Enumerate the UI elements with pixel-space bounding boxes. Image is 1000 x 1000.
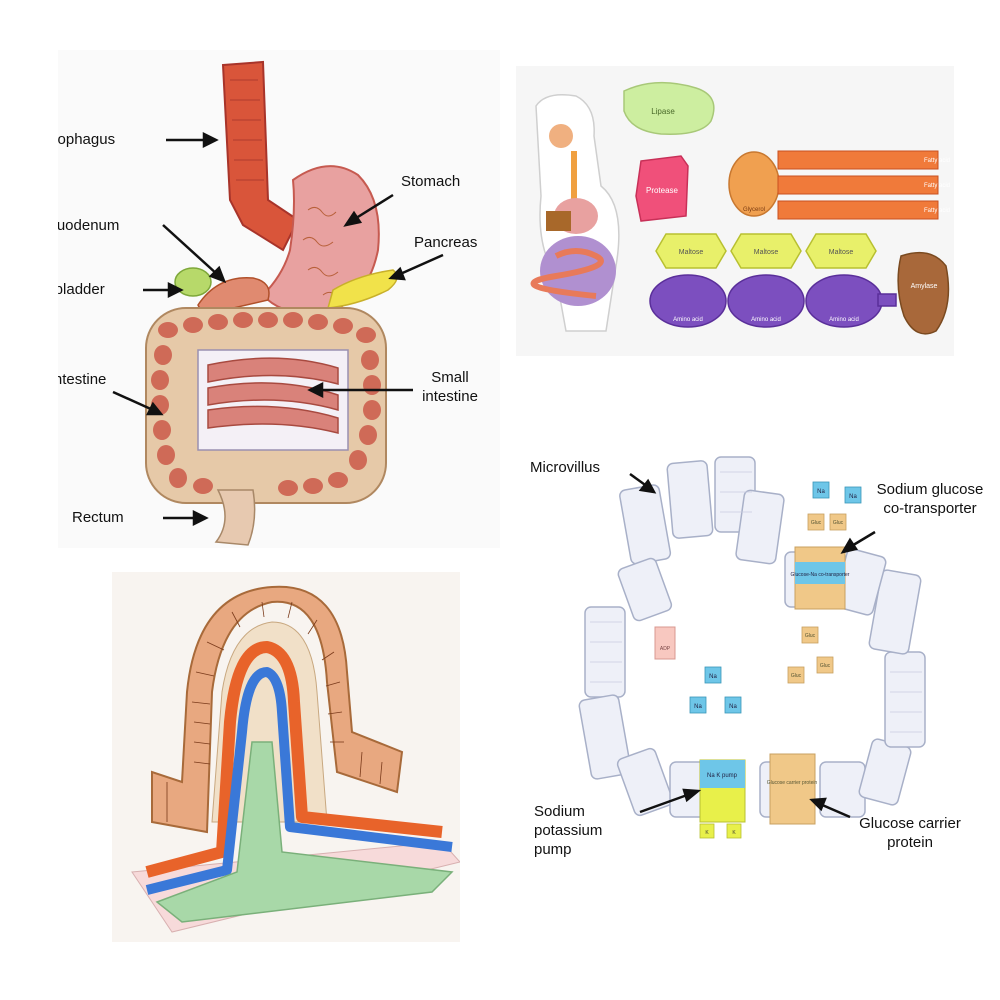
oesophagus <box>221 60 300 252</box>
label-rectum: Rectum <box>72 509 124 526</box>
na-token-text-2: Na <box>849 494 857 500</box>
amino-acid-label-3: Amino acid <box>829 317 859 323</box>
microvilli <box>578 456 926 818</box>
enzymes-molecules-panel: Lipase Protease Glycerol Fatty acid Fatt… <box>516 66 954 356</box>
adp-token-text: ADP <box>660 646 671 652</box>
na-token-text-4: Na <box>694 704 702 710</box>
label-duodenum: Duodenum <box>58 217 120 234</box>
glucose-carrier-protein <box>769 753 816 825</box>
pump-text: Na K pump <box>707 773 738 779</box>
label-oesophagus: Oesophagus <box>58 131 116 148</box>
lacteal <box>155 741 454 923</box>
gluc-token-text-4: Gluc <box>820 663 831 669</box>
gallbladder <box>174 267 212 297</box>
digestive-system-model <box>112 60 444 546</box>
gluc-token-text-2: Gluc <box>833 520 844 526</box>
body-outline <box>530 94 620 332</box>
arteriole <box>145 641 443 878</box>
gluc-token-text-3: Gluc <box>805 633 816 639</box>
label-gallbladder: Gallbladder <box>58 281 105 298</box>
fatty-acid-label-1: Fatty acid <box>924 158 950 164</box>
small-intestine <box>207 357 339 434</box>
gluc-token-text-1: Gluc <box>811 520 822 526</box>
lipase-label: Lipase <box>651 107 675 116</box>
glycerol-label: Glycerol <box>743 207 765 213</box>
maltose-label-1: Maltose <box>679 249 704 256</box>
amylase-label: Amylase <box>911 283 938 290</box>
amino-acid-chain <box>649 274 897 328</box>
label-glucose-carrier-protein: Glucose carrier protein <box>859 815 961 851</box>
amino-acid-label-1: Amino acid <box>673 317 703 323</box>
fatty-acid-strips <box>777 150 939 220</box>
villus-panel <box>112 572 460 942</box>
k-tokens <box>699 823 742 839</box>
label-microvillus: Microvillus <box>530 459 601 476</box>
amino-acid-label-2: Amino acid <box>751 317 781 323</box>
fatty-acid-label-2: Fatty acid <box>924 183 950 189</box>
maltose-label-2: Maltose <box>754 249 779 256</box>
na-tokens <box>689 481 862 714</box>
protease-label: Protease <box>646 186 679 195</box>
cotransporter-text: Glucose-Na co-transporter <box>791 572 850 578</box>
rectum <box>214 489 256 546</box>
cell-membrane-model: Glucose-Na co-transporter Na K pump Gluc… <box>578 456 926 839</box>
na-token-text-1: Na <box>817 489 825 495</box>
fatty-acid-label-3: Fatty acid <box>924 208 950 214</box>
label-sodium-glucose-cotransporter: Sodium glucose co-transporter <box>876 481 984 517</box>
label-stomach: Stomach <box>401 173 461 190</box>
na-token-text-5: Na <box>729 704 737 710</box>
gluc-token-text-5: Gluc <box>791 673 802 679</box>
adp-token <box>654 626 676 660</box>
amylase-shape <box>897 251 950 335</box>
villus-model <box>131 585 460 933</box>
maltose-chain <box>655 233 877 269</box>
enzymes-molecules-model: Lipase Protease Glycerol Fatty acid Fatt… <box>530 81 950 335</box>
protease-shape <box>635 155 689 222</box>
glucose-tokens <box>787 513 847 684</box>
na-token-text-3: Na <box>709 674 717 680</box>
k-token-text-2: K <box>732 830 736 836</box>
label-small-intestine: Small intestine <box>422 369 478 405</box>
duodenum <box>197 276 270 316</box>
carrier-text: Glucose carrier protein <box>767 780 818 786</box>
lipase-shape <box>623 81 715 135</box>
venule <box>145 667 453 895</box>
maltose-label-3: Maltose <box>829 249 854 256</box>
label-pancreas: Pancreas <box>414 234 478 251</box>
digestive-system-panel: Oesophagus Stomach Duodenum Pancreas Gal… <box>58 50 500 548</box>
label-sodium-potassium-pump: Sodium potassium pump <box>534 803 603 858</box>
k-token-text-1: K <box>705 830 709 836</box>
cell-membrane-panel: Glucose-Na co-transporter Na K pump Gluc… <box>530 432 992 860</box>
label-large-intestine: Large intestine <box>58 371 107 388</box>
